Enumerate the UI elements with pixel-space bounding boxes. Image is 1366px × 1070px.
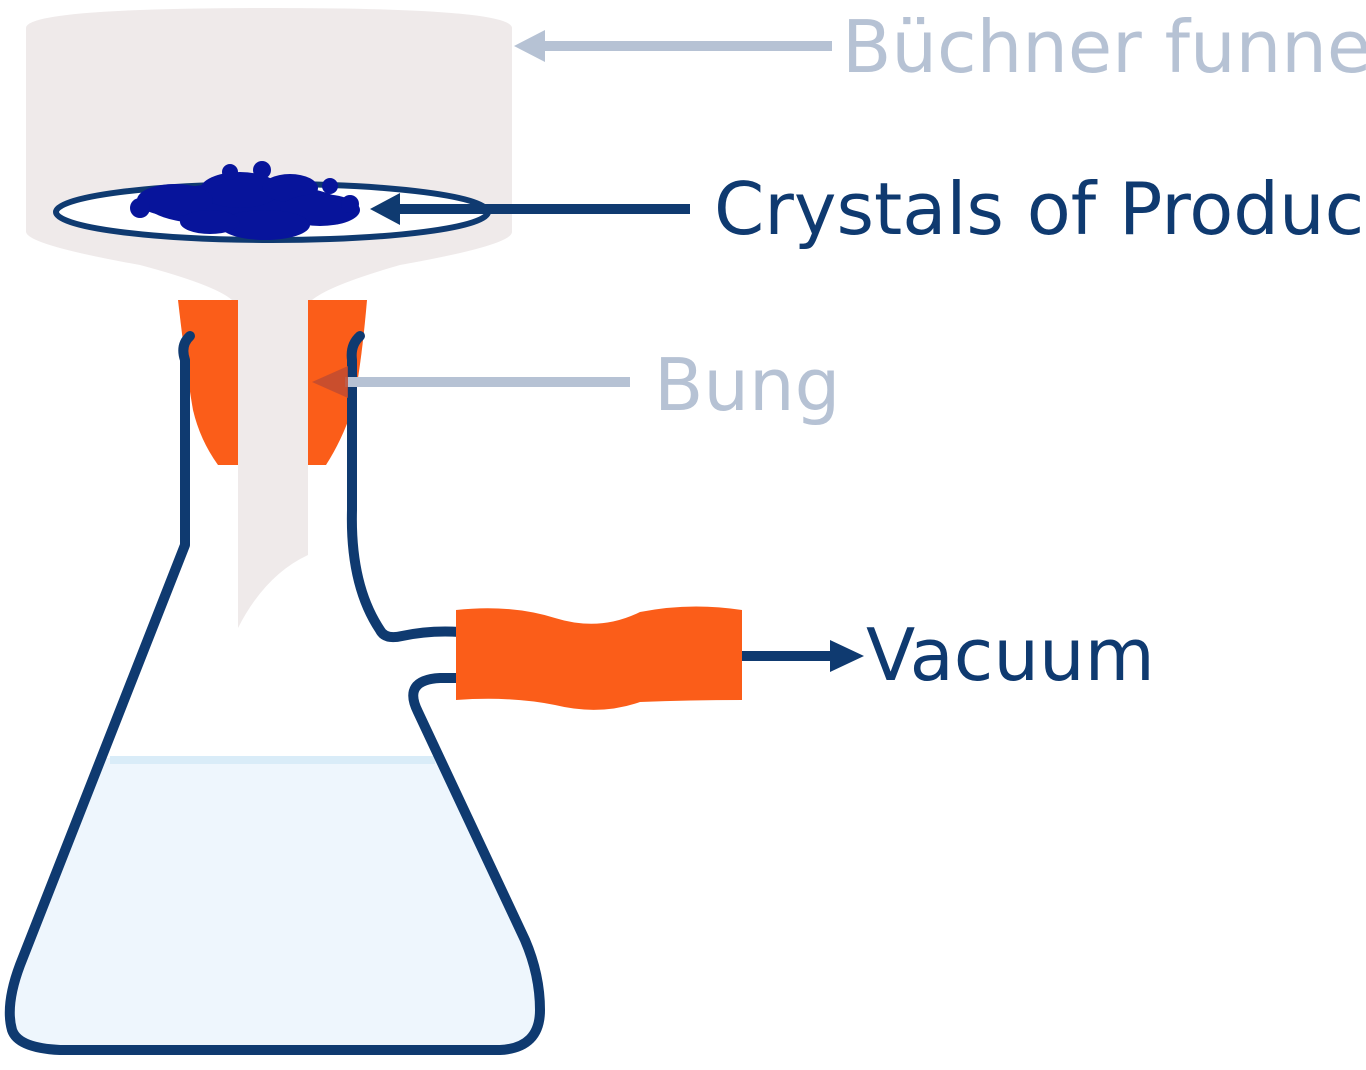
- funnel-stem: [238, 300, 308, 628]
- bung-left: [178, 300, 238, 465]
- buchner-funnel-body: [26, 8, 512, 300]
- vacuum-arrow-head: [830, 640, 864, 672]
- vacuum-label: Vacuum: [866, 613, 1155, 697]
- crystals-label: Crystals of Product: [714, 167, 1366, 251]
- bung-arrow-head: [312, 366, 348, 398]
- flask: [9, 756, 541, 1050]
- bung-label: Bung: [654, 343, 840, 427]
- flask-outline: [4, 331, 545, 1055]
- vacuum-tube: [456, 606, 742, 710]
- buchner-arrow-head: [514, 30, 545, 62]
- filtrate-liquid: [9, 758, 541, 1050]
- crystals-of-product: [130, 161, 360, 240]
- buchner-funnel-label: Büchner funnel: [842, 5, 1366, 89]
- crystals-arrow-head: [370, 193, 400, 225]
- flask-neck-right: [346, 331, 465, 643]
